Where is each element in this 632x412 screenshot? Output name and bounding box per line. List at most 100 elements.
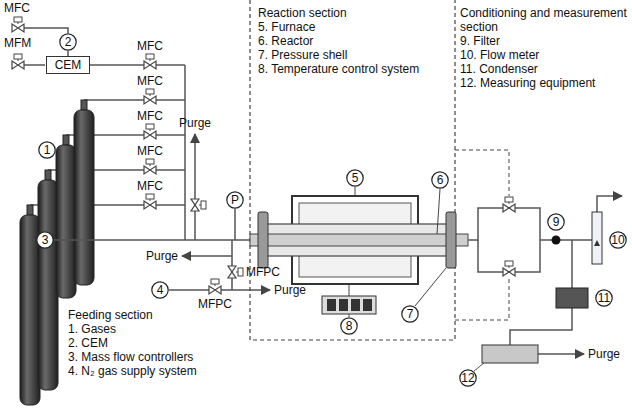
gas-line [24,28,68,33]
node-text: CEM [55,58,82,72]
key-item: 2. CEM [68,336,108,350]
label-holder: Purge [588,347,620,361]
node-text: P [231,193,239,207]
gas-line [24,64,45,66]
gas-cylinder [74,110,94,285]
label-holder: MFM [4,36,31,50]
sample-line [510,308,572,345]
cylinder-neck [63,135,69,145]
key-item: 4. N₂ gas supply system [68,364,197,378]
node-text: 12 [461,371,474,385]
circle-outline [152,282,168,298]
gas-line [90,64,185,66]
label-holder: 1. Gases [68,322,116,336]
node-text: 4 [157,283,164,297]
purge-label: Purge [274,283,306,297]
node-text: 5 [352,171,359,185]
callout-number: 9 [547,213,565,231]
vent-line [597,196,622,212]
display-digit [327,299,336,311]
valve-symbol [503,197,515,212]
device-label: MFM [4,36,31,50]
device-label: MFC [137,39,163,53]
leader-line [437,189,440,234]
circle-outline [596,290,612,306]
label-holder: 9. Filter [460,34,500,48]
circle-outline [60,34,76,50]
valve-symbol [228,266,243,278]
node-text: 8 [346,319,353,333]
cylinder-neck [81,100,87,110]
purge-label: Purge [588,347,620,361]
nitrogen-line [231,240,233,290]
callout-number: 8 [340,317,358,335]
section-boundary [250,0,455,340]
process-box: CEM [46,56,91,74]
callout-number: 7 [401,305,419,323]
valve-symbol [144,89,156,104]
purge-label: Purge [179,116,211,130]
label-holder: Purge [274,283,306,297]
circle-outline [460,370,476,386]
label-holder: 11. Condenser [460,62,538,76]
circle-outline [548,214,564,230]
callout-number: 1 [38,141,56,159]
node-text: 9 [553,215,560,229]
leader-line [474,363,484,371]
condenser [556,288,588,308]
flange [446,212,456,268]
label-holder: MFC [4,1,30,15]
flange [258,212,268,268]
outlet-line [540,239,592,241]
pressure-gauge: P [226,191,244,209]
nitrogen-line [169,289,209,291]
purge-line [194,134,196,240]
outlet-line [468,208,540,240]
callout-number: 5 [346,169,364,187]
valve-symbol [144,194,156,209]
circle-outline [39,142,55,158]
circle-outline [341,318,357,334]
label-holder: MFC [137,109,163,123]
key-item: 9. Filter [460,34,500,48]
cylinder-neck [45,170,51,180]
valve-symbol [191,199,206,211]
key-item: 7. Pressure shell [258,48,347,62]
valve-symbol [144,124,156,139]
label-holder: 4. N₂ gas supply system [68,364,197,378]
callout-number: 3 [36,231,54,249]
circle-outline [610,232,626,248]
purge-label: Purge [146,249,178,263]
measuring-equipment [482,345,538,363]
label-holder: Reaction section [258,6,347,20]
node-text: 3 [42,233,49,247]
display-digit [351,299,360,311]
circle-outline [347,170,363,186]
flow-meter-float [594,240,600,246]
callout-number: 6 [431,171,449,189]
section-heading: Feeding section [68,308,153,322]
filter-symbol [552,236,561,245]
device-label: MFC [137,144,163,158]
valve-symbol [144,159,156,174]
key-item: 10. Flow meter [460,48,539,62]
key-item: 8. Temperature control system [258,62,419,76]
label-holder: Purge [179,116,211,130]
valve-symbol [503,261,515,276]
display-digit [363,299,372,311]
device-label: MFPC [198,297,232,311]
valve-symbol [144,54,156,69]
label-holder: 2. CEM [68,336,108,350]
label-holder: Conditioning and measurement section [460,6,630,34]
key-item: 11. Condenser [460,62,538,76]
cylinder-neck [27,205,33,215]
temperature-controller [322,296,376,314]
gas-line [84,99,185,101]
label-holder: 12. Measuring equipment [460,76,595,90]
node-text: 11 [598,291,610,305]
callout-number: 2 [59,33,77,51]
node-text: 1 [44,143,51,157]
device-label: MFC [4,1,30,15]
